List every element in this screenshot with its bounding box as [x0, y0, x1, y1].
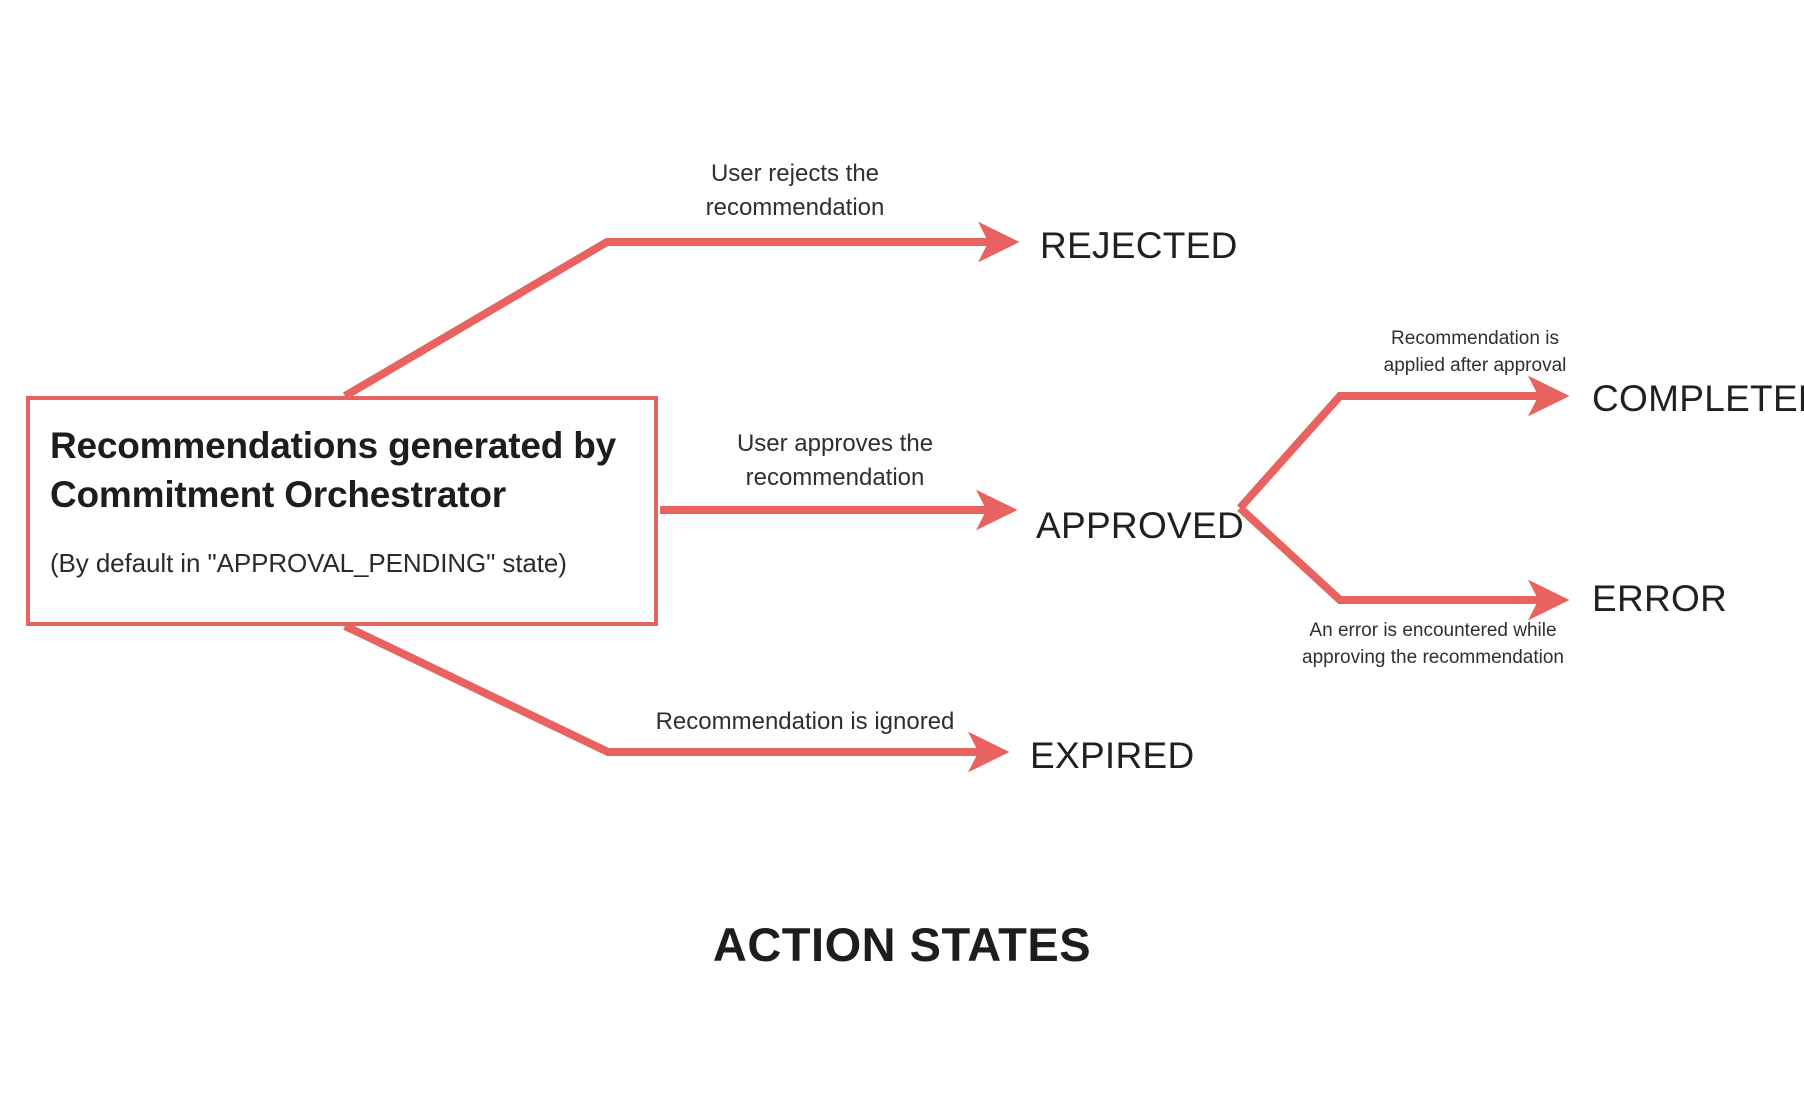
connector-to-completed [1237, 375, 1570, 511]
state-expired: EXPIRED [1030, 735, 1195, 776]
connector-to-expired [343, 622, 1010, 773]
edge-label-to-approved: User approves the recommendation [736, 430, 934, 492]
state-completed: COMPLETED [1592, 378, 1804, 419]
connector-to-rejected [342, 221, 1020, 400]
edge-label-to-error: An error is encountered while approving … [1302, 620, 1564, 668]
diagram-caption: ACTION STATES [712, 918, 1092, 971]
source-node-subtitle: (By default in "APPROVAL_PENDING" state) [50, 547, 567, 578]
edge-label-to-completed: Recommendation is applied after approval [1383, 328, 1567, 376]
edge-label-to-expired: Recommendation is ignored [655, 708, 955, 735]
state-error: ERROR [1592, 578, 1728, 619]
state-approved: APPROVED [1036, 505, 1245, 546]
edge-label-to-rejected: User rejects the recommendation [705, 160, 885, 222]
connector-to-error [1237, 505, 1570, 621]
state-rejected: REJECTED [1040, 225, 1238, 266]
source-node-title: Recommendations generated by Commitment … [50, 425, 616, 515]
source-node: Recommendations generated by Commitment … [26, 396, 658, 626]
